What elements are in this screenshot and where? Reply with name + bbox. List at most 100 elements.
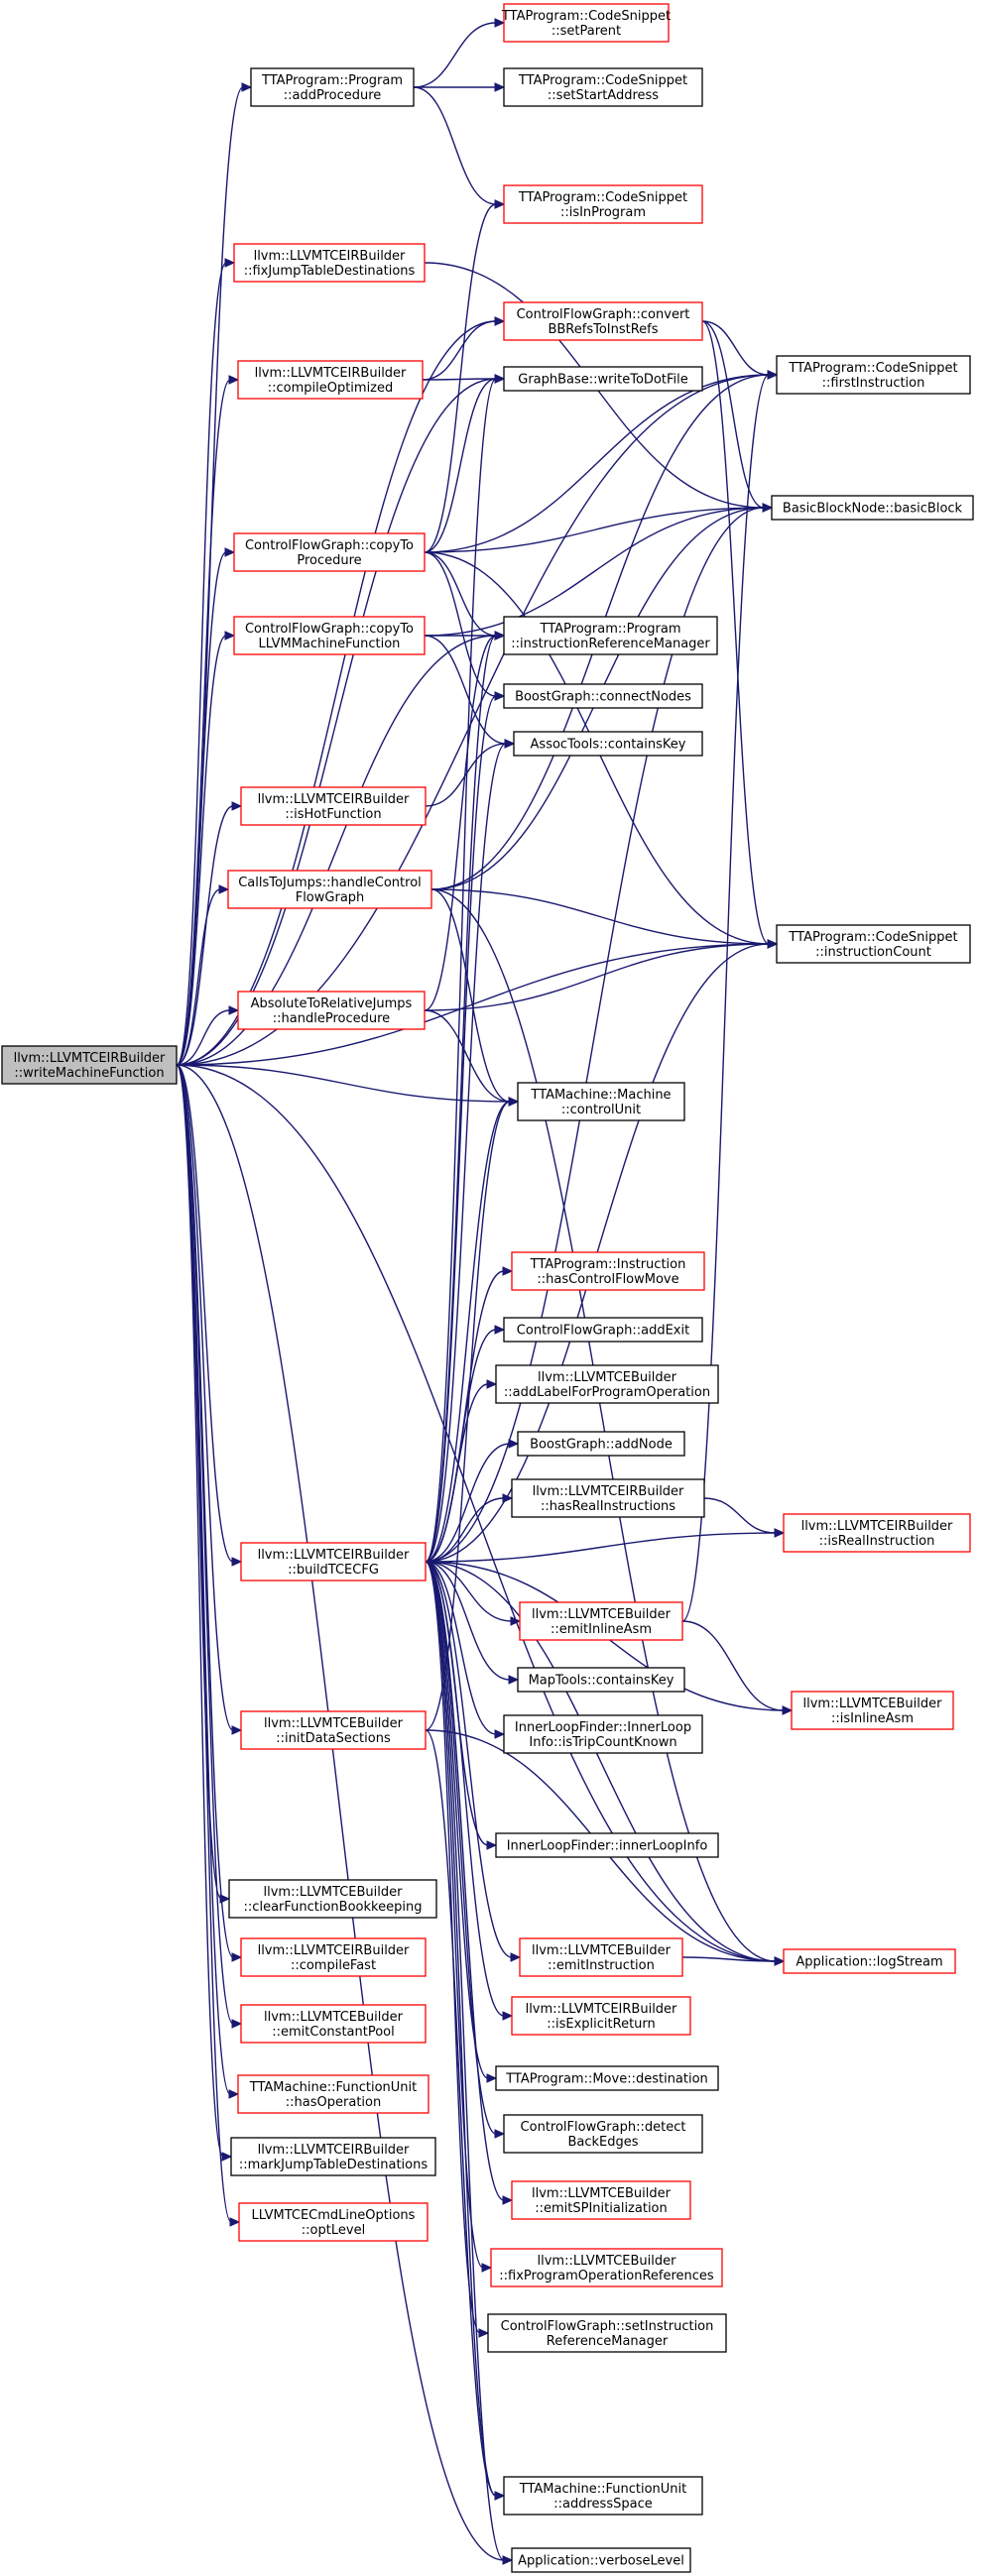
node-addExit[interactable]: ControlFlowGraph::addExit [503, 1317, 703, 1343]
node-label-line: llvm::LLVMTCEIRBuilder [255, 366, 407, 381]
node-setStartAddress[interactable]: TTAProgram::CodeSnippet::setStartAddress [503, 67, 703, 107]
edge-arrowhead [502, 2195, 514, 2205]
edge-arrowhead [219, 1894, 231, 1904]
edge-line [430, 888, 770, 945]
node-box [503, 3, 670, 43]
node-isRealInstruction[interactable]: llvm::LLVMTCEIRBuilder::isRealInstructio… [783, 1513, 971, 1553]
node-addNode[interactable]: BoostGraph::addNode [517, 1431, 685, 1457]
node-label-line: TTAProgram::CodeSnippet [501, 9, 671, 24]
node-isExplicitReturn[interactable]: llvm::LLVMTCEIRBuilder::isExplicitReturn [511, 1996, 691, 2036]
node-label-line: llvm::LLVMTCEIRBuilder [258, 792, 410, 807]
node-label-line: ::instructionCount [815, 945, 931, 960]
node-addProcedure[interactable]: TTAProgram::Program::addProcedure [250, 67, 415, 107]
node-connectNodes[interactable]: BoostGraph::connectNodes [503, 683, 703, 709]
node-controlUnit[interactable]: TTAMachine::Machine::controlUnit [517, 1082, 685, 1121]
node-markJumpTable[interactable]: llvm::LLVMTCEIRBuilder::markJumpTableDes… [230, 2137, 436, 2176]
edge-line [176, 635, 497, 1066]
edge-line [176, 378, 497, 1066]
edge-root-to-fixJumpTable [176, 258, 236, 1066]
node-compileOptimized[interactable]: llvm::LLVMTCEIRBuilder::compileOptimized [237, 360, 424, 400]
edge-line [425, 1443, 511, 1563]
node-convertBB[interactable]: ControlFlowGraph::convertBBRefsToInstRef… [503, 301, 703, 341]
edge-buildTCECFG-to-emitInstruction [425, 1561, 522, 1962]
node-fixProgOpRefs[interactable]: llvm::LLVMTCEBuilder::fixProgramOperatio… [490, 2248, 723, 2287]
node-innerLoopInfo[interactable]: InnerLoopFinder::innerLoopInfo [495, 1832, 719, 1858]
node-destination[interactable]: TTAProgram::Move::destination [495, 2065, 719, 2091]
node-label-line: llvm::LLVMTCEBuilder [264, 2010, 404, 2025]
node-addLabelForProgOp[interactable]: llvm::LLVMTCEBuilder::addLabelForProgram… [495, 1364, 719, 1404]
node-logStream[interactable]: Application::logStream [783, 1948, 956, 1974]
node-emitSPInit[interactable]: llvm::LLVMTCEBuilder::emitSPInitializati… [511, 2180, 691, 2220]
node-instrRefMgr[interactable]: TTAProgram::Program::instructionReferenc… [503, 616, 718, 655]
node-label-line: TTAProgram::CodeSnippet [788, 930, 957, 945]
node-handleProcedure[interactable]: AbsoluteToRelativeJumps::handleProcedure [237, 991, 426, 1030]
edge-line [425, 1101, 511, 1563]
node-optLevel[interactable]: LLVMTCECmdLineOptions::optLevel [238, 2202, 429, 2242]
node-label-line: llvm::LLVMTCEBuilder [532, 1943, 672, 1958]
node-addressSpace[interactable]: TTAMachine::FunctionUnit::addressSpace [503, 2476, 703, 2516]
node-emitConstantPool[interactable]: llvm::LLVMTCEBuilder::emitConstantPool [240, 2004, 427, 2044]
node-assocContainsKey[interactable]: AssocTools::containsKey [513, 731, 703, 757]
node-label-line: llvm::LLVMTCEIRBuilder [258, 1548, 410, 1563]
edge-line [424, 203, 497, 553]
node-firstInstruction[interactable]: TTAProgram::CodeSnippet::firstInstructio… [776, 355, 971, 395]
node-label-line: Application::logStream [796, 1955, 942, 1970]
edge-arrowhead [494, 374, 506, 384]
edge-line [176, 635, 227, 1066]
node-basicBlock[interactable]: BasicBlockNode::basicBlock [771, 495, 974, 521]
edge-arrowhead [508, 1097, 520, 1107]
edge-line [413, 22, 497, 88]
node-label-line: ::isRealInstruction [819, 1534, 935, 1549]
node-setParent[interactable]: TTAProgram::CodeSnippet::setParent [501, 3, 671, 43]
node-copyToLLVM[interactable]: ControlFlowGraph::copyToLLVMMachineFunct… [233, 616, 426, 655]
node-hasOperation[interactable]: TTAMachine::FunctionUnit::hasOperation [237, 2074, 429, 2114]
edge-root-to-markJumpTable [176, 1064, 233, 2162]
node-label-line: MapTools::containsKey [529, 1674, 674, 1689]
edge-root-to-writeToDotFile [176, 374, 506, 1066]
edge-arrowhead [241, 82, 253, 92]
node-verboseLevel[interactable]: Application::verboseLevel [511, 2547, 691, 2573]
node-isInProgram[interactable]: TTAProgram::CodeSnippet::isInProgram [503, 184, 703, 224]
edge-emitInlineAsm-to-firstInstruction [681, 370, 779, 1622]
node-writeToDotFile[interactable]: GraphBase::writeToDotFile [503, 366, 703, 392]
node-isInlineAsm[interactable]: llvm::LLVMTCEBuilder::isInlineAsm [791, 1691, 954, 1730]
node-isHotFunction[interactable]: llvm::LLVMTCEIRBuilder::isHotFunction [240, 786, 427, 826]
node-emitInstruction[interactable]: llvm::LLVMTCEBuilder::emitInstruction [519, 1937, 683, 1977]
edge-line [424, 635, 497, 1011]
node-label-line: llvm::LLVMTCEBuilder [538, 1370, 677, 1385]
node-hasRealInstructions[interactable]: llvm::LLVMTCEIRBuilder::hasRealInstructi… [511, 1478, 705, 1518]
node-label-line: AssocTools::containsKey [531, 738, 686, 753]
node-label-line: InnerLoopFinder::innerLoopInfo [507, 1839, 708, 1854]
node-hasControlFlowMove[interactable]: TTAProgram::Instruction::hasControlFlowM… [511, 1251, 705, 1291]
node-label-line: TTAProgram::Instruction [530, 1257, 686, 1272]
node-label-line: ::isInlineAsm [831, 1711, 914, 1726]
node-isTripCountKnown[interactable]: InnerLoopFinder::InnerLoopInfo::isTripCo… [503, 1714, 703, 1754]
node-label-line: ::fixProgramOperationReferences [499, 2269, 714, 2283]
node-mapContainsKey[interactable]: MapTools::containsKey [517, 1667, 685, 1693]
edge-buildTCECFG-to-emitSPInit [425, 1561, 514, 2205]
node-box [490, 2248, 723, 2287]
edge-buildTCECFG-to-writeToDotFile [425, 374, 506, 1563]
node-box [240, 1937, 427, 1977]
node-initDataSections[interactable]: llvm::LLVMTCEBuilder::initDataSections [240, 1710, 427, 1750]
edge-line [176, 1064, 224, 2158]
node-emitInlineAsm[interactable]: llvm::LLVMTCEBuilder::emitInlineAsm [519, 1601, 683, 1641]
node-clearFunctionBookkeeping[interactable]: llvm::LLVMTCEBuilder::clearFunctionBookk… [228, 1879, 437, 1919]
node-instructionCount[interactable]: TTAProgram::CodeSnippet::instructionCoun… [776, 924, 971, 964]
node-compileFast[interactable]: llvm::LLVMTCEIRBuilder::compileFast [240, 1937, 427, 1977]
node-label-line: ::clearFunctionBookkeeping [244, 1900, 423, 1915]
edge-arrowhead [229, 2217, 241, 2227]
node-setInstrRefMgr[interactable]: ControlFlowGraph::setInstructionReferenc… [487, 2313, 727, 2353]
node-root: llvm::LLVMTCEIRBuilder::writeMachineFunc… [1, 1045, 178, 1085]
edge-line [701, 320, 765, 509]
edge-buildTCECFG-to-emitInlineAsm [425, 1561, 522, 1626]
node-box [503, 683, 703, 709]
edge-buildTCECFG-to-isRealInstruction [425, 1528, 786, 1563]
node-buildTCECFG[interactable]: llvm::LLVMTCEIRBuilder::buildTCECFG [240, 1542, 427, 1581]
node-fixJumpTable[interactable]: llvm::LLVMTCEIRBuilder::fixJumpTableDest… [233, 243, 426, 283]
edge-arrowhead [231, 2019, 243, 2029]
node-label-line: Info::isTripCountKnown [529, 1735, 676, 1750]
